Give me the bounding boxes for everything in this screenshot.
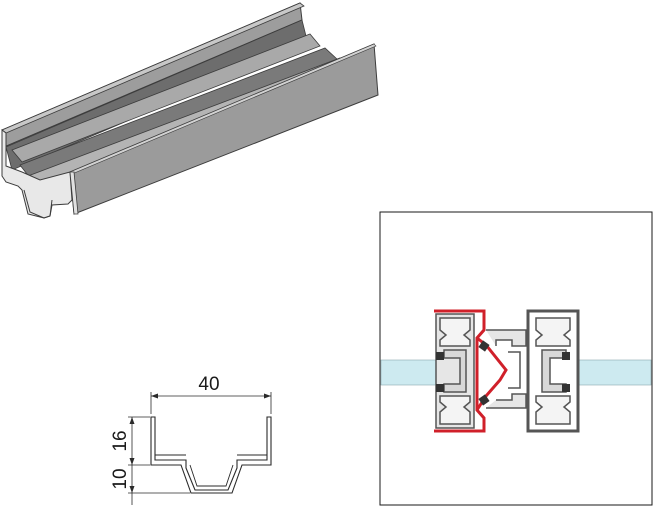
bridge-top <box>486 329 527 347</box>
front-wall-end <box>69 171 79 215</box>
left-gasket-bottom <box>436 384 444 392</box>
right-profile-teeth-top <box>535 317 571 347</box>
left-profile-highlighted <box>434 309 486 433</box>
lower-height-label: 10 <box>110 468 131 489</box>
detail-frame <box>379 211 653 506</box>
end-section <box>1 129 73 219</box>
connector-gasket-bottom <box>478 394 490 406</box>
profile-3d-illustration <box>1 2 379 219</box>
right-profile-teeth-bottom <box>535 395 571 425</box>
middle-bridge-profile <box>486 329 527 409</box>
glass-pane-right <box>565 359 652 386</box>
bridge-bottom <box>486 393 527 409</box>
width-arrow-right <box>264 393 271 399</box>
bottom-channel-section <box>23 189 53 219</box>
connector-gasket-top <box>478 340 490 352</box>
height-arrow-mid-up <box>129 458 135 465</box>
right-profile <box>526 309 580 433</box>
left-profile-teeth-top <box>439 317 471 347</box>
width-dimension-label: 40 <box>198 374 219 395</box>
left-gasket-top <box>436 352 444 360</box>
installation-detail <box>379 211 653 506</box>
height-arrow-top <box>129 417 135 424</box>
right-gasket-bottom <box>562 384 570 392</box>
width-arrow-left <box>151 393 158 399</box>
right-gasket-top <box>562 352 570 360</box>
left-profile-red-outline <box>434 309 486 433</box>
section-inner-lines <box>155 454 267 487</box>
upper-height-label: 16 <box>110 430 131 451</box>
bridge-center <box>508 351 521 389</box>
section-profile-outline <box>150 416 272 494</box>
inner-rail <box>11 33 321 163</box>
glass-pane-left <box>380 359 445 386</box>
left-profile-teeth-bottom <box>439 395 471 425</box>
height-arrow-bottom <box>129 486 135 493</box>
dimensioned-section: 40 16 10 <box>110 374 272 505</box>
